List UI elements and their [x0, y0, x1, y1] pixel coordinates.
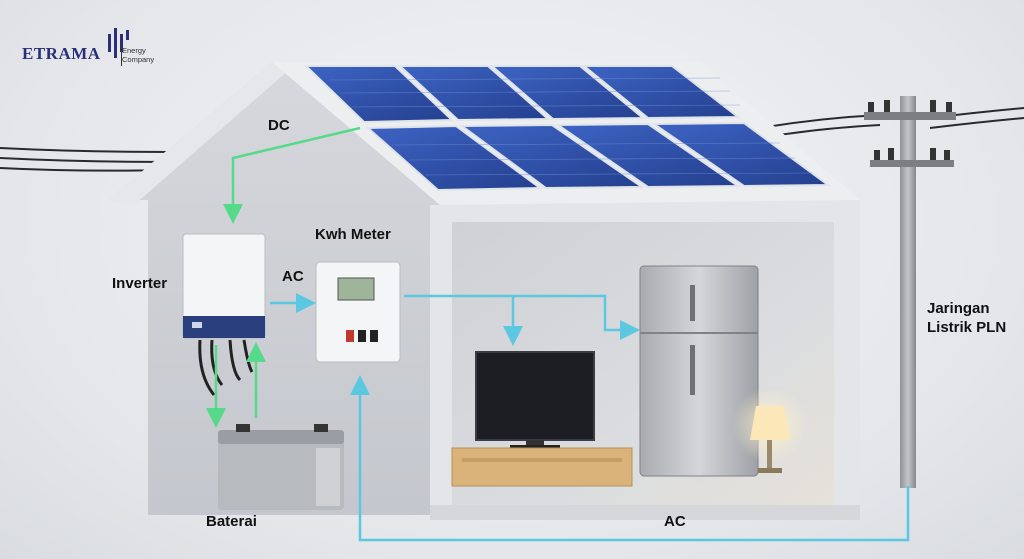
brand-tagline-line2: Company — [122, 55, 155, 65]
grid-label-line1: Jaringan — [927, 300, 990, 317]
ac-flow-arrows — [270, 293, 910, 542]
lamp-icon — [732, 387, 808, 473]
brand-tagline-line1: Energy — [122, 46, 146, 55]
kwh-meter-label: Kwh Meter — [315, 226, 391, 243]
brand-name: ETRAMA — [22, 44, 101, 63]
house-left-wall — [108, 62, 440, 515]
battery-icon — [218, 424, 344, 510]
battery-label: Baterai — [206, 513, 257, 530]
kwh-meter-icon — [315, 261, 401, 363]
utility-pole-icon — [864, 96, 956, 488]
inverter-icon — [182, 233, 266, 396]
solar-panel-icon — [303, 65, 831, 192]
ac-inverter-label: AC — [282, 268, 304, 285]
roof-edge-left — [108, 62, 298, 205]
fridge-icon — [639, 265, 759, 477]
tv-icon — [451, 351, 633, 487]
dc-label: DC — [268, 117, 290, 134]
brand-tagline: Energy Company — [122, 46, 154, 65]
grid-label-line2: Listrik PLN — [927, 318, 1007, 336]
ac-bottom-label: AC — [664, 513, 686, 530]
grid-label: Jaringan Listrik PLN — [927, 300, 1006, 338]
inverter-label: Inverter — [112, 275, 168, 292]
brand-logo-icon — [108, 28, 129, 66]
dc-flow-arrows — [206, 126, 361, 428]
